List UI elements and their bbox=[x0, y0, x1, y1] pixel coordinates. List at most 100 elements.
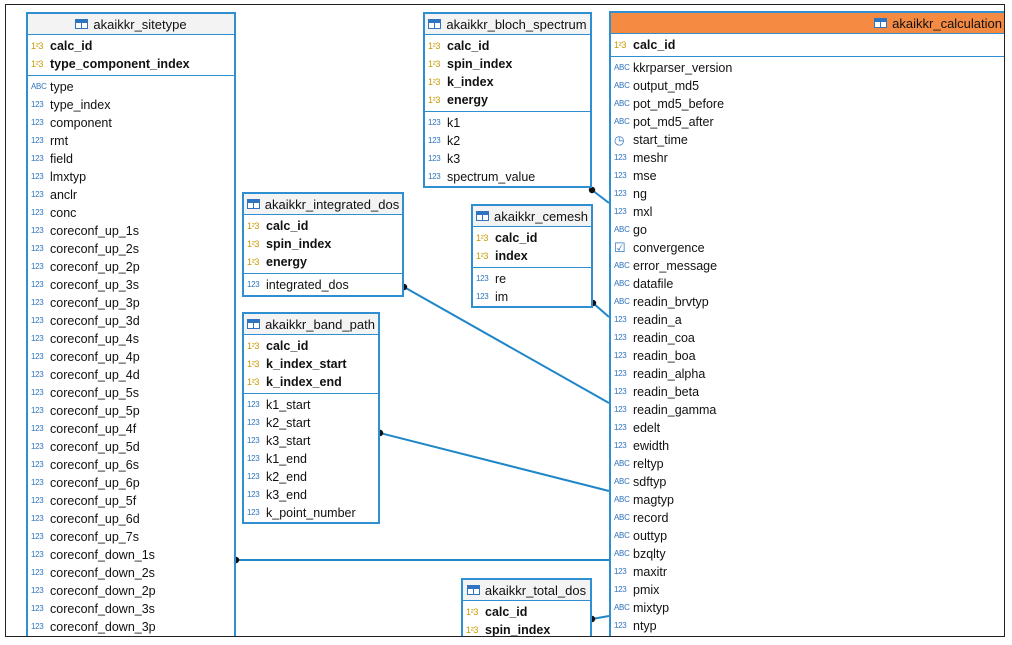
table-header[interactable]: akaikkr_band_path bbox=[244, 314, 378, 335]
column-row[interactable]: ◷start_time bbox=[611, 131, 1004, 149]
table-header[interactable]: akaikkr_bloch_spectrum bbox=[425, 14, 590, 35]
table-header[interactable]: akaikkr_sitetype bbox=[28, 14, 234, 35]
table-header[interactable]: akaikkr_total_dos bbox=[463, 580, 590, 601]
table-header[interactable]: akaikkr_cemesh bbox=[473, 206, 591, 227]
table-header[interactable]: akaikkr_integrated_dos bbox=[244, 194, 402, 215]
column-row[interactable]: ☑convergence bbox=[611, 239, 1004, 257]
